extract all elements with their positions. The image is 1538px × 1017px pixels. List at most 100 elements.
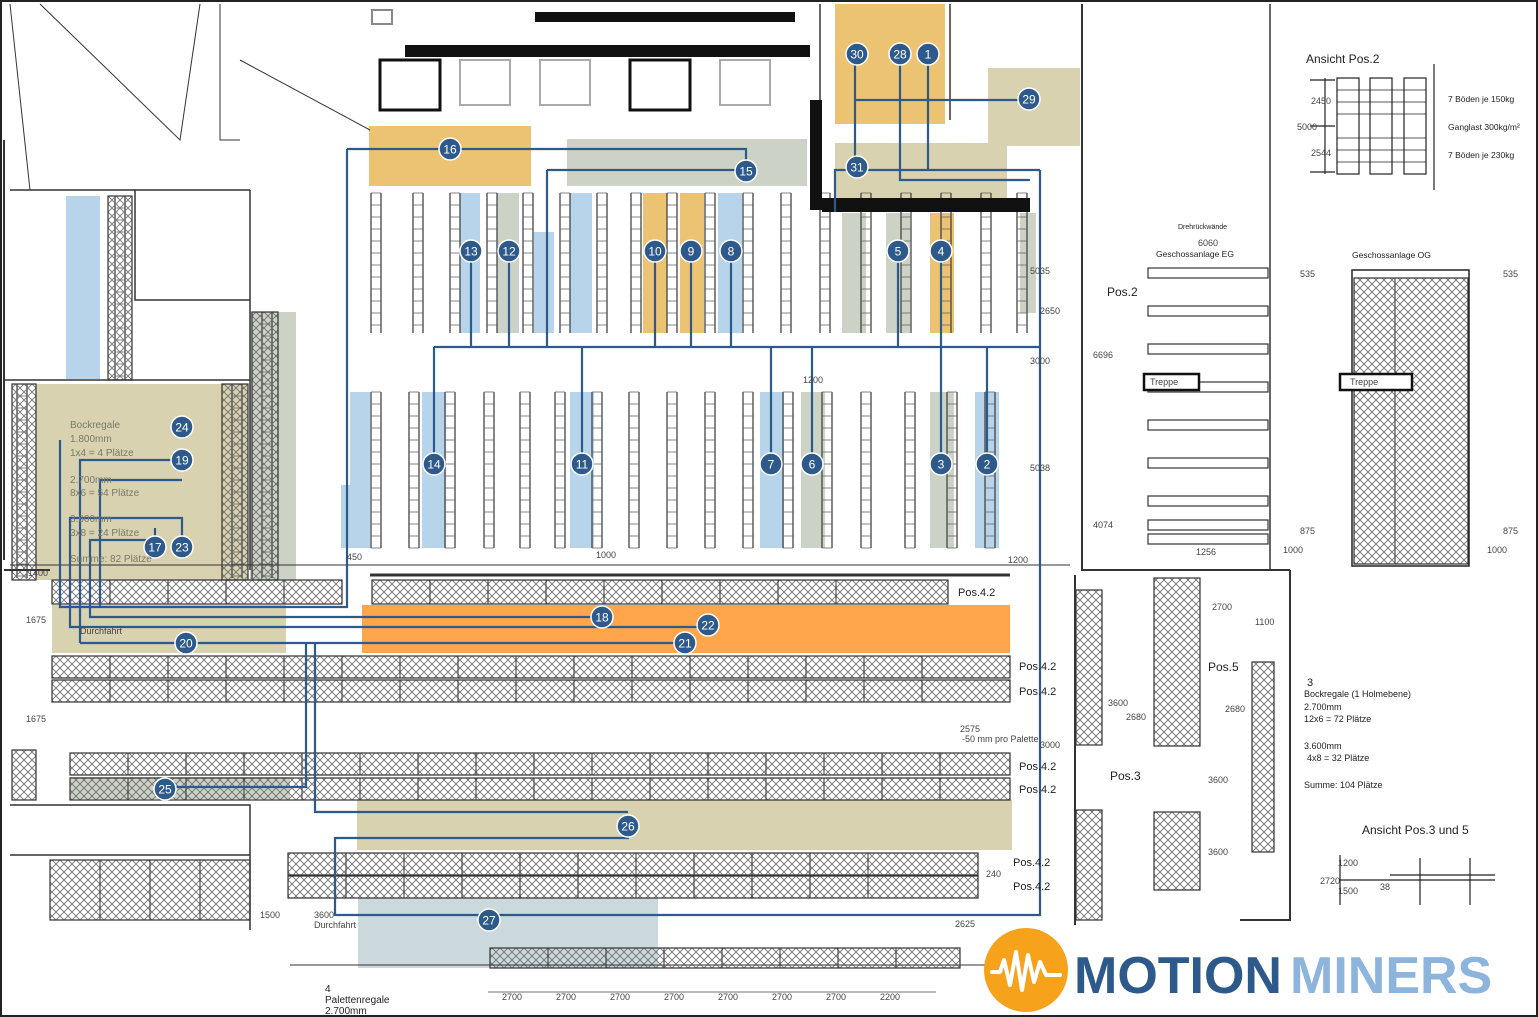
dim-1500b: 1500 bbox=[1338, 886, 1358, 896]
pallet-rack-row bbox=[1075, 809, 1103, 921]
rack bbox=[408, 391, 420, 549]
pallet-note: -50 mm pro Palette bbox=[962, 734, 1039, 744]
position-marker-5: 5 bbox=[886, 239, 910, 263]
dim-3600a: 3600 bbox=[1108, 698, 1128, 708]
svg-text:7: 7 bbox=[768, 458, 775, 472]
position-marker-8: 8 bbox=[719, 239, 743, 263]
left-block-l6: 3x8 = 24 Plätze bbox=[70, 528, 140, 539]
ansicht-pos35-diagram bbox=[1339, 855, 1495, 905]
rack bbox=[412, 192, 424, 333]
pallet-rack-row bbox=[69, 752, 1011, 776]
dim-3000b: 3000 bbox=[1040, 740, 1060, 750]
pos42-label-4: Pos.4.2 bbox=[1019, 761, 1056, 773]
zone-15 bbox=[567, 139, 807, 186]
zone-left-bock bbox=[36, 384, 248, 580]
left-block-l3: 2.700mm bbox=[70, 475, 112, 486]
zone-14c bbox=[341, 485, 363, 548]
position-marker-21: 21 bbox=[673, 631, 697, 655]
position-marker-26: 26 bbox=[616, 814, 640, 838]
right-block-title: Bockregale (1 Holmebene) bbox=[1304, 689, 1411, 699]
position-marker-28: 28 bbox=[888, 42, 912, 66]
pallet-rack-row bbox=[1153, 577, 1201, 747]
dim-2544: 2544 bbox=[1311, 148, 1331, 158]
dim-3600b: 3600 bbox=[1208, 775, 1228, 785]
text-labels: Ansicht Pos.2 7 Böden je 150kg Ganglast … bbox=[70, 52, 1520, 1017]
dim-1500a: 1500 bbox=[260, 910, 280, 920]
dim-1675b: 1675 bbox=[26, 714, 46, 724]
dim-1200a: 1200 bbox=[803, 375, 823, 385]
zone-12b bbox=[534, 232, 554, 333]
pallet-rack-row bbox=[1153, 811, 1201, 891]
dim-5035: 5035 bbox=[1030, 266, 1050, 276]
dim-1000b: 1000 bbox=[1487, 545, 1507, 555]
dim-875b: 875 bbox=[1503, 526, 1518, 536]
svg-text:8: 8 bbox=[728, 245, 735, 259]
position-marker-11: 11 bbox=[570, 452, 594, 476]
left-block-l0: Bockregale bbox=[70, 420, 120, 431]
position-marker-9: 9 bbox=[679, 239, 703, 263]
bottom-block-num: 4 bbox=[325, 984, 331, 995]
dim-2450: 2450 bbox=[1311, 96, 1331, 106]
rack bbox=[370, 391, 382, 549]
rack bbox=[483, 391, 495, 549]
dim-535a: 535 bbox=[1300, 269, 1315, 279]
pallet-rack-row bbox=[11, 383, 37, 581]
pallet-rack-row bbox=[1353, 277, 1469, 565]
position-marker-19: 19 bbox=[170, 448, 194, 472]
boeden-230-note: 7 Böden je 230kg bbox=[1448, 150, 1514, 160]
dim-5000: 5000 bbox=[1297, 122, 1317, 132]
pos42-label-2: Pos.4.2 bbox=[1019, 661, 1056, 673]
ansicht-pos2-diagram bbox=[1310, 64, 1435, 190]
dim-3000: 3000 bbox=[1030, 356, 1050, 366]
position-marker-13: 13 bbox=[459, 239, 483, 263]
position-marker-1: 1 bbox=[916, 42, 940, 66]
ganglast-note: Ganglast 300kg/m² bbox=[1448, 122, 1520, 132]
svg-text:4: 4 bbox=[938, 245, 945, 259]
position-marker-23: 23 bbox=[170, 535, 194, 559]
dim-1200d: 1200 bbox=[1338, 858, 1358, 868]
svg-text:13: 13 bbox=[464, 245, 478, 259]
bottom-dim-3: 2700 bbox=[664, 992, 684, 1002]
rack bbox=[980, 192, 992, 333]
dim-1256: 1256 bbox=[1196, 547, 1216, 557]
position-marker-7: 7 bbox=[759, 452, 783, 476]
rack bbox=[628, 391, 640, 549]
pos3-label: Pos.3 bbox=[1110, 769, 1141, 783]
rack bbox=[666, 192, 678, 333]
svg-text:19: 19 bbox=[175, 454, 189, 468]
dim-2625: 2625 bbox=[955, 919, 975, 929]
geschoss-eg-title: Geschossanlage EG bbox=[1156, 249, 1234, 259]
rack-rows bbox=[16, 192, 1269, 578]
rack bbox=[860, 391, 872, 549]
svg-text:6: 6 bbox=[809, 458, 816, 472]
dim-1000a: 1000 bbox=[1283, 545, 1303, 555]
rack bbox=[742, 192, 754, 333]
treppe-markers: Treppe Treppe bbox=[1142, 372, 1414, 392]
position-marker-17: 17 bbox=[143, 535, 167, 559]
svg-text:22: 22 bbox=[701, 619, 715, 633]
position-marker-30: 30 bbox=[845, 42, 869, 66]
position-marker-15: 15 bbox=[734, 159, 758, 183]
svg-text:12: 12 bbox=[502, 245, 516, 259]
pallet-rack-row bbox=[371, 579, 949, 605]
position-marker-6: 6 bbox=[800, 452, 824, 476]
left-block-l4: 8x6 = 54 Plätze bbox=[70, 488, 140, 499]
svg-text:11: 11 bbox=[576, 458, 589, 472]
geschoss-eg-shelves bbox=[1147, 267, 1269, 545]
pallet-rack-row bbox=[49, 859, 251, 921]
svg-text:20: 20 bbox=[179, 637, 193, 651]
svg-text:26: 26 bbox=[621, 820, 635, 834]
pallet-rack-row bbox=[251, 311, 279, 581]
dim-2700a: 2700 bbox=[1212, 602, 1232, 612]
pallet-rack-row bbox=[1075, 589, 1103, 746]
rack bbox=[704, 391, 716, 549]
rack bbox=[596, 192, 608, 333]
rack bbox=[449, 192, 461, 333]
position-marker-14: 14 bbox=[422, 452, 446, 476]
bottom-dim-1: 2700 bbox=[556, 992, 576, 1002]
